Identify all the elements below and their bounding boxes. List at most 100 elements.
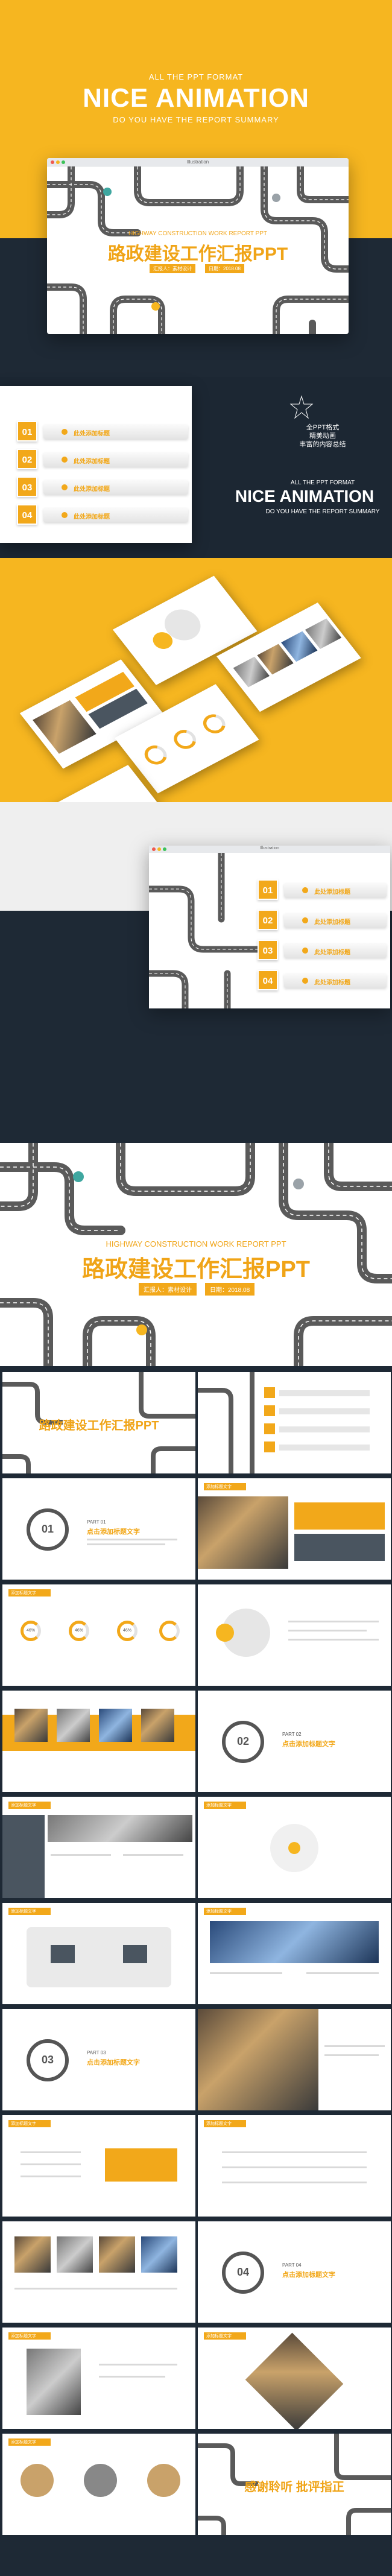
slide-thumb: 添加标题文字 — [2, 1797, 195, 1898]
list-label: 此处添加标题 — [74, 486, 110, 493]
list-item: 01 此处添加标题 — [258, 879, 387, 901]
cover-en-title: HIGHWAY CONSTRUCTION WORK REPORT PPT — [106, 1239, 286, 1248]
slide-thumb-part3: 03 PART 03 点击添加标题文字 — [2, 2009, 195, 2110]
cover-reporter: 汇报人：素材设计 — [139, 1283, 197, 1296]
list-item: 02 此处添加标题 — [258, 910, 387, 931]
slide-thumb — [198, 2009, 391, 2110]
cover-reporter: 汇报人：素材设计 — [150, 264, 195, 273]
side-title: NICE ANIMATION — [235, 487, 375, 505]
list-item: 02 此处添加标题 — [17, 449, 192, 470]
cover-cn-title: 路政建设工作汇报PPT — [107, 244, 288, 264]
side-line-3: 丰富的内容总结 — [299, 441, 346, 448]
list-item: 04 此处添加标题 — [258, 970, 387, 992]
list-number: 03 — [17, 476, 37, 497]
window-titlebar: Illustration — [149, 846, 390, 853]
close-icon[interactable] — [152, 847, 156, 851]
cover-date: 日期：2018.08 — [205, 264, 244, 273]
slide-grid: 路政建设工作汇报PPT 01 PART 01 点击添加标题文字 添加标题文字 添… — [0, 1370, 392, 2576]
side-top-subtitle: ALL THE PPT FORMAT — [290, 479, 355, 486]
bullet-icon — [302, 978, 308, 984]
list-label: 此处添加标题 — [314, 979, 350, 986]
map-pin-icon — [73, 1171, 84, 1182]
hero-title: NICE ANIMATION — [83, 83, 309, 113]
window-titlebar: Illustration — [47, 158, 349, 166]
map-pin-icon — [293, 1179, 304, 1189]
minimize-icon[interactable] — [157, 847, 161, 851]
bullet-icon — [302, 948, 308, 954]
list-number: 04 — [258, 970, 278, 990]
list-number: 01 — [17, 421, 37, 441]
star-outline-icon — [289, 395, 314, 419]
map-pin-icon — [272, 194, 280, 202]
list-item: 04 此处添加标题 — [17, 504, 192, 526]
maximize-icon[interactable] — [163, 847, 166, 851]
list-number: 01 — [258, 879, 278, 900]
slide-thumb — [198, 1584, 391, 1686]
slide-thumb: 添加标题文字 — [198, 1903, 391, 2004]
list-number: 04 — [17, 504, 37, 525]
map-pin-icon — [151, 302, 160, 311]
presentation-window: Illustration — [47, 158, 349, 334]
cover-cn-title: 路政建设工作汇报PPT — [39, 1419, 159, 1432]
close-icon[interactable] — [51, 160, 54, 164]
slide-thumb-end: 感谢聆听 批评指正 — [198, 2434, 391, 2535]
map-pin-icon — [103, 188, 112, 196]
list-number: 02 — [258, 910, 278, 930]
bullet-icon — [62, 429, 68, 435]
list-number: 02 — [17, 449, 37, 469]
window-title: Illustration — [260, 846, 279, 850]
road-illustration — [149, 853, 258, 1008]
minimize-icon[interactable] — [56, 160, 60, 164]
slide-thumb: 添加标题文字 — [198, 1478, 391, 1580]
list-label: 此处添加标题 — [74, 514, 110, 521]
list-label: 此处添加标题 — [74, 458, 110, 465]
bullet-icon — [302, 917, 308, 923]
map-pin-icon — [136, 1324, 147, 1335]
slide-thumb-part4: 04 PART 04 点击添加标题文字 — [198, 2221, 391, 2323]
road-illustration — [47, 166, 349, 334]
slide-thumb: 添加标题文字 — [2, 2434, 195, 2535]
slide-thumb-part2: 02 PART 02 点击添加标题文字 — [198, 1691, 391, 1792]
hero-top-subtitle: ALL THE PPT FORMAT — [148, 72, 244, 81]
window-title: Illustration — [186, 159, 209, 165]
side-line-1: 全PPT格式 — [306, 424, 340, 431]
slide-thumb: 添加标题文字 — [198, 1797, 391, 1898]
slide-thumb: 添加标题文字 — [198, 2328, 391, 2429]
slide-thumb-toc — [198, 1372, 391, 1473]
list-label: 此处添加标题 — [314, 919, 350, 926]
list-item: 01 此处添加标题 — [17, 421, 192, 443]
slide-thumb — [2, 2221, 195, 2323]
slide-thumb: 添加标题文字 — [2, 2328, 195, 2429]
bullet-icon — [62, 484, 68, 490]
slide-thumb-cover: 路政建设工作汇报PPT — [2, 1372, 195, 1473]
cover-en-title: HIGHWAY CONSTRUCTION WORK REPORT PPT — [128, 230, 267, 237]
cover-date: 日期：2018.08 — [205, 1283, 255, 1296]
bullet-icon — [62, 457, 68, 463]
list-item: 03 此处添加标题 — [17, 476, 192, 498]
tilted-preview-band — [0, 558, 392, 802]
road-illustration — [0, 1143, 392, 1366]
list-slide-window: Illustration 01 此处添加标题 02 此处添加标题 — [149, 846, 390, 1008]
list-label: 此处添加标题 — [314, 949, 350, 956]
slide-thumb: 添加标题文字 — [198, 2115, 391, 2217]
slide-thumb: 添加标题文字 — [2, 1903, 195, 2004]
list-item: 03 此处添加标题 — [258, 940, 387, 961]
list-slide-card: 01 此处添加标题 02 此处添加标题 03 此处添加标题 04 此处添加标题 — [0, 386, 192, 543]
list-number: 03 — [258, 940, 278, 960]
slide-thumb — [2, 1691, 195, 1792]
bullet-icon — [62, 512, 68, 518]
cover-cn-title: 路政建设工作汇报PPT — [82, 1257, 310, 1282]
slide-thumb-part1: 01 PART 01 点击添加标题文字 — [2, 1478, 195, 1580]
side-bottom-subtitle: DO YOU HAVE THE REPORT SUMMARY — [265, 508, 380, 515]
maximize-icon[interactable] — [62, 160, 65, 164]
hero-bottom-subtitle: DO YOU HAVE THE REPORT SUMMARY — [113, 115, 279, 124]
slide-thumb: 添加标题文字 — [2, 2115, 195, 2217]
end-title: 感谢聆听 批评指正 — [244, 2481, 344, 2494]
tilted-slides — [0, 558, 392, 802]
bullet-icon — [302, 887, 308, 893]
list-label: 此处添加标题 — [314, 889, 350, 896]
list-label: 此处添加标题 — [74, 431, 110, 437]
side-line-2: 精美动画 — [309, 432, 336, 440]
slide-thumb-donuts: 添加标题文字 46% 46% 46% — [2, 1584, 195, 1686]
